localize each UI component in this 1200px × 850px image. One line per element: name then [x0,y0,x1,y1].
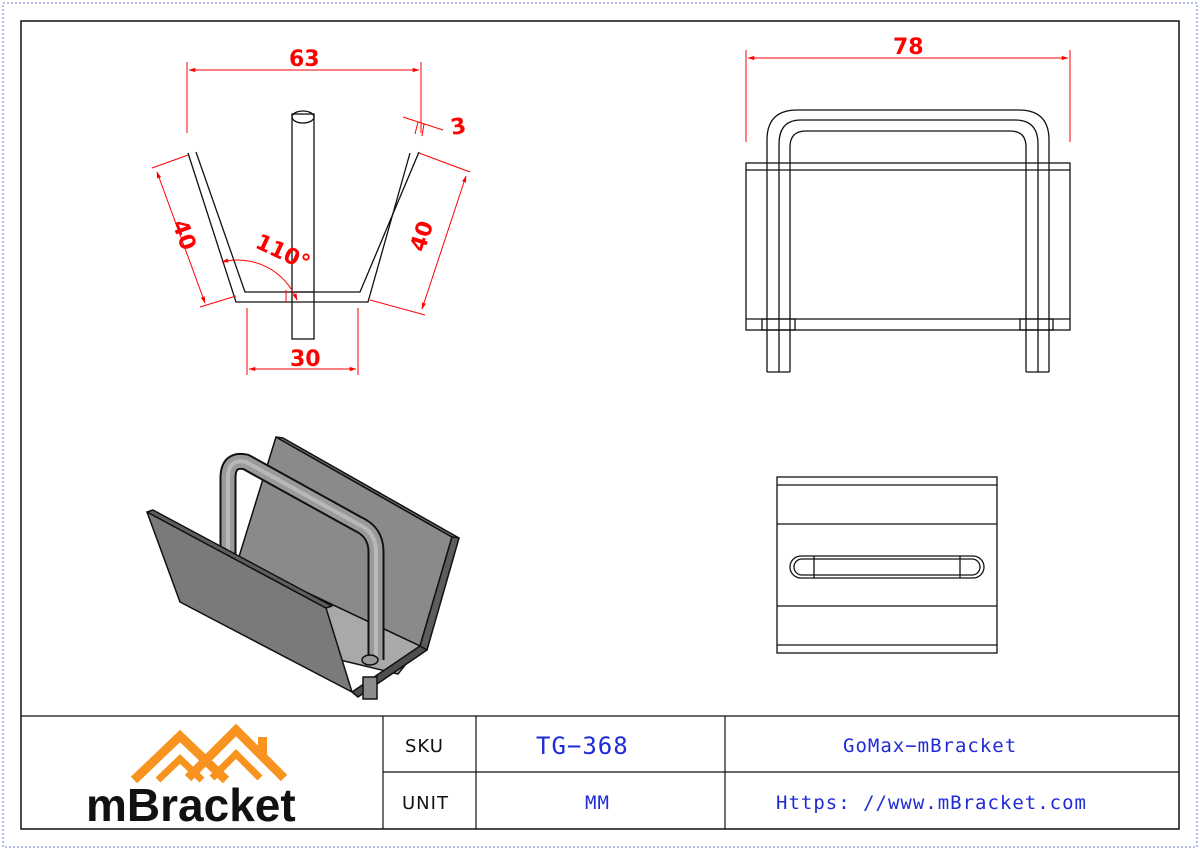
dim-base-width-30: 30 [290,347,321,372]
logo-wordmark: mBracket [86,779,296,831]
dim-thickness-3: 3 [449,114,468,141]
sku-value: TG−368 [536,732,629,760]
dim-top-width-63: 63 [289,47,320,72]
dim-right-side-40: 40 [406,218,439,255]
unit-label: UNIT [402,793,449,814]
unit-value: MM [585,792,610,814]
isometric-view [146,436,460,700]
top-view [776,476,998,654]
title-block [21,715,1179,829]
mbracket-logo-roof-icon [130,723,288,784]
side-view [745,109,1071,373]
product-name: GoMax−mBracket [843,735,1017,757]
dim-angle-110: 110° [251,230,313,277]
front-view [187,110,420,340]
website-link[interactable]: Https: //www.mBracket.com [776,792,1087,814]
drawing-frame [20,20,1180,830]
front-view-dimensions [151,62,471,375]
dim-side-width-78: 78 [893,35,924,60]
sku-label: SKU [405,736,444,757]
dim-left-side-40: 40 [166,217,200,254]
side-view-dimensions [745,50,1071,142]
